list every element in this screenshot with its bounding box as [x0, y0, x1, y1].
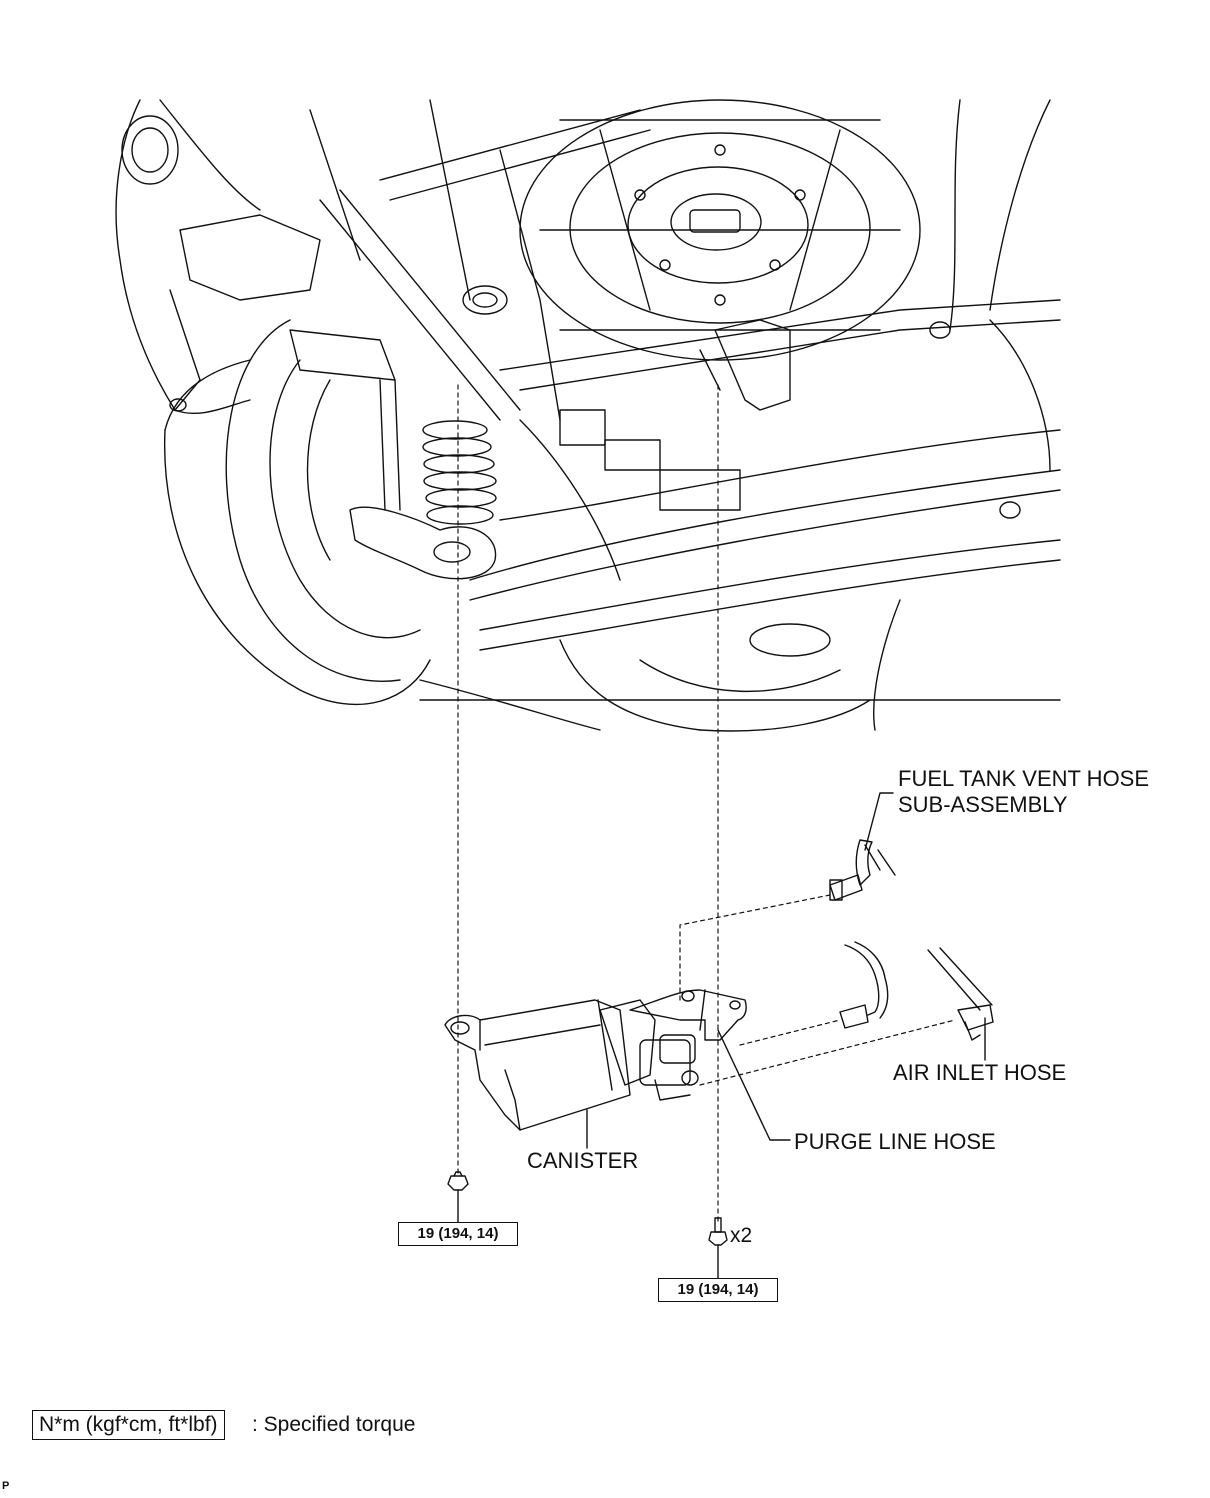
torque-unit-legend-box: N*m (kgf*cm, ft*lbf) — [32, 1410, 225, 1440]
rear-tire — [163, 319, 431, 706]
fuel-tank-vent-hose-illustration — [829, 839, 896, 901]
bolt-quantity-label: x2 — [730, 1224, 753, 1247]
vent-hose-guide-line — [679, 894, 831, 1001]
torque-spec-left: 19 (194, 14) — [398, 1222, 518, 1246]
spare-tire-well — [519, 99, 921, 361]
fuel-tank-vent-hose-label: FUEL TANK VENT HOSE SUB-ASSEMBLY — [898, 766, 1149, 818]
nut-icon — [447, 1171, 469, 1191]
air-inlet-guide-line — [699, 1019, 956, 1086]
vehicle-underbody — [115, 99, 1061, 732]
vent-hose-leader — [864, 792, 894, 851]
installation-guide-lines — [457, 384, 956, 1226]
bolt-icon — [708, 1217, 728, 1246]
canister-illustration — [444, 989, 747, 1131]
leader-lines — [457, 792, 986, 1279]
torque-spec-right: 19 (194, 14) — [658, 1278, 778, 1302]
coil-spring — [422, 420, 497, 525]
air-inlet-hose-label: AIR INLET HOSE — [893, 1060, 1067, 1085]
purge-line-hose-label: PURGE LINE HOSE — [794, 1129, 996, 1154]
purge-line-hose-illustration — [839, 941, 889, 1029]
canister-label: CANISTER — [527, 1148, 639, 1173]
corner-mark: P — [2, 1480, 10, 1492]
fuel-tank-vent-hose-label-line1: FUEL TANK VENT HOSE — [898, 766, 1150, 791]
purge-hose-guide-line — [739, 1019, 841, 1046]
fuel-tank-vent-hose-label-line2: SUB-ASSEMBLY — [898, 792, 1068, 817]
purge-line-leader — [717, 1029, 791, 1141]
torque-legend-description: : Specified torque — [252, 1413, 416, 1436]
air-inlet-hose-illustration — [927, 947, 994, 1041]
